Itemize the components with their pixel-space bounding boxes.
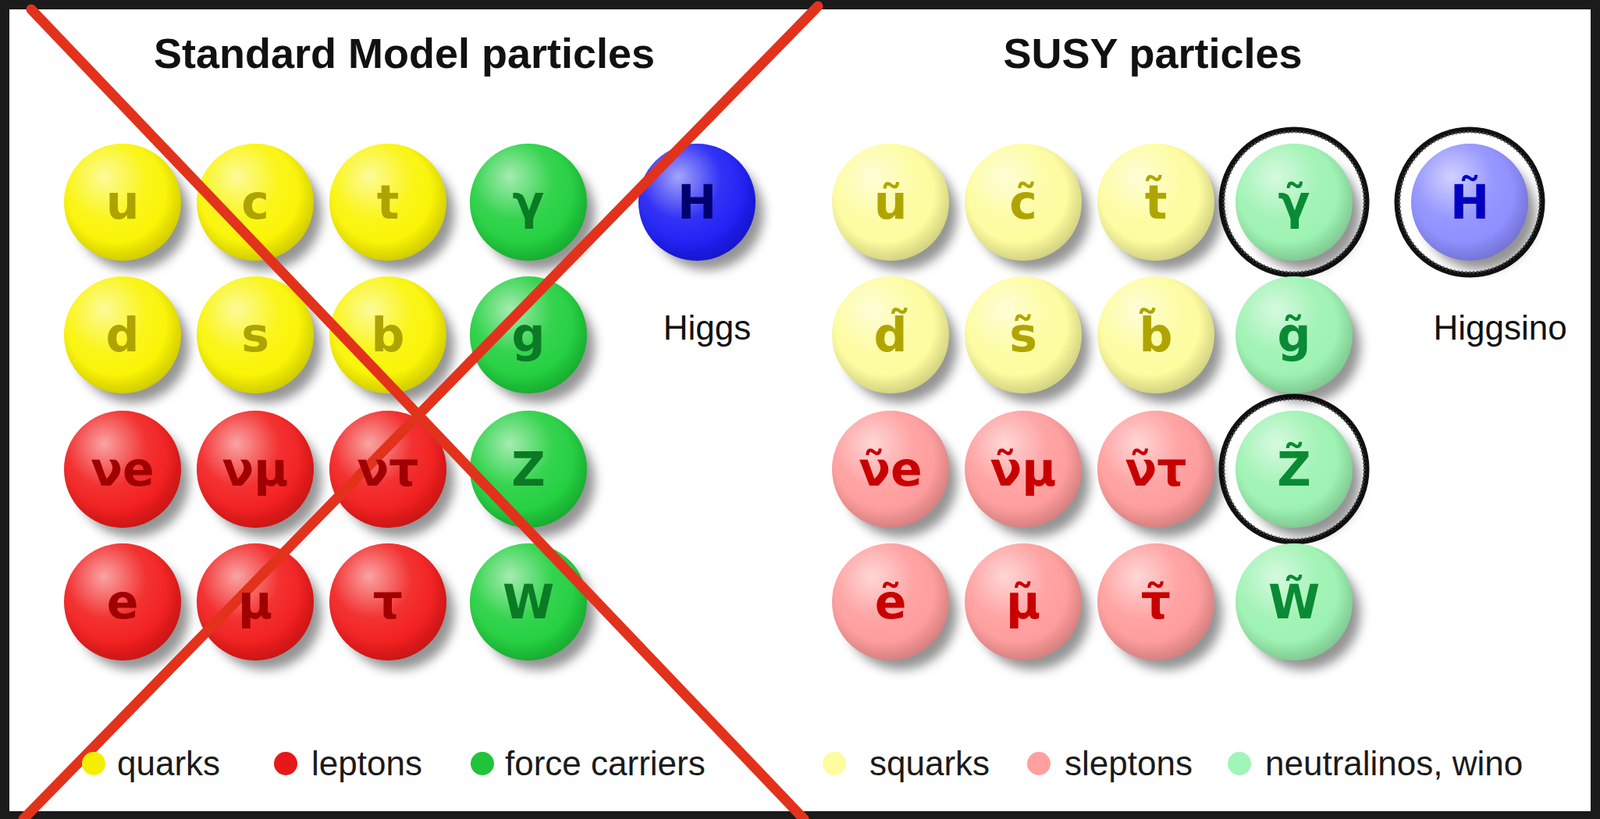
particle-sphere: t [329,143,447,261]
particle-sphere: γ [469,143,587,261]
particle-sphere: b̃ [1097,276,1215,394]
particle-sphere: μ [196,543,314,661]
legend-text: quarks [113,743,224,784]
particle-sphere: Z̃ [1235,410,1353,528]
particle-sphere: c̃ [964,143,1082,261]
particle-symbol: s [241,311,270,359]
legend-swatch [1027,751,1051,776]
particle-sphere: u [64,143,182,261]
legend-swatch [470,751,495,776]
particle-symbol: μ [238,578,273,626]
particle-sphere: W̃ [1235,543,1353,661]
particle-sphere: νe [64,410,182,528]
panel-title: Standard Model particles [153,28,655,78]
particle-symbol: γ̃ [1278,178,1311,226]
particle-sphere: W [469,543,587,661]
particle-sphere: μ̃ [964,543,1082,661]
legend-swatch [1227,751,1252,776]
particle-symbol: Z̃ [1276,445,1312,493]
particle-sphere: d̃ [832,276,950,394]
particle-sphere: d [64,276,182,394]
particle-symbol: μ̃ [1006,578,1041,626]
particle-symbol: ν̃μ [989,445,1056,493]
particle-sphere: s̃ [964,276,1082,394]
particle-sphere: H [638,143,756,261]
sketch-circle [1221,129,1367,275]
legend-text: squarks [866,743,993,784]
particle-symbol: W [502,578,555,626]
particle-caption: Higgs [663,308,752,349]
legend-swatch [822,751,847,776]
legend-swatch [273,751,298,776]
particle-symbol: τ [373,578,403,626]
legend-text: leptons [308,743,426,784]
particle-symbol: ẽ [874,578,907,626]
particle-sphere: ν̃e [832,410,950,528]
particle-symbol: ũ [874,178,908,226]
sketch-circle [1221,396,1367,542]
particle-symbol: e [106,578,139,626]
particle-symbol: c [241,178,270,226]
particle-sphere: νμ [196,410,314,528]
particle-sphere: t̃ [1097,143,1215,261]
particle-sphere: γ̃ [1235,143,1353,261]
particle-symbol: d̃ [874,311,908,359]
particle-symbol: W̃ [1268,578,1320,626]
sketch-circle [1397,129,1543,275]
particle-symbol: τ̃ [1141,578,1171,626]
cross-line [23,6,818,819]
particle-symbol: ν̃τ [1124,445,1187,493]
particle-symbol: u [106,178,140,226]
particle-sphere: τ̃ [1097,543,1215,661]
particle-symbol: Z [511,445,546,493]
particle-sphere: ν̃μ [964,410,1082,528]
particle-sphere: ũ [832,143,950,261]
particle-sphere: τ [329,543,447,661]
particle-sphere: Z [469,410,587,528]
particle-symbol: ντ [356,445,419,493]
particle-sphere: ẽ [832,543,950,661]
particle-symbol: γ [512,178,545,226]
particle-sphere: H̃ [1411,143,1529,261]
particle-sphere: g [469,276,587,394]
particle-symbol: s̃ [1009,311,1038,359]
particle-symbol: νμ [221,445,288,493]
panel-title: SUSY particles [1002,28,1302,78]
particle-symbol: H̃ [1450,178,1490,226]
particle-symbol: ν̃e [858,445,923,493]
particle-symbol: b̃ [1139,311,1174,359]
particle-symbol: g [512,311,546,359]
particle-symbol: t̃ [1144,178,1168,226]
particle-symbol: d [106,311,140,359]
legend-text: force carriers [501,743,709,784]
particle-sphere: e [64,543,182,661]
particle-symbol: c̃ [1009,178,1038,226]
particle-sphere: g̃ [1235,276,1353,394]
particle-symbol: H [677,178,717,226]
legend-text: sleptons [1061,743,1196,784]
particle-symbol: g̃ [1277,311,1312,359]
legend-swatch [81,751,106,776]
page-panel [9,9,1591,811]
particle-symbol: νe [90,445,155,493]
particle-caption: Higgsino [1432,308,1567,349]
legend-text: neutralinos, wino [1262,743,1526,784]
particle-symbol: t [376,178,400,226]
particle-symbol: b [371,311,406,359]
particle-sphere: ν̃τ [1097,410,1215,528]
